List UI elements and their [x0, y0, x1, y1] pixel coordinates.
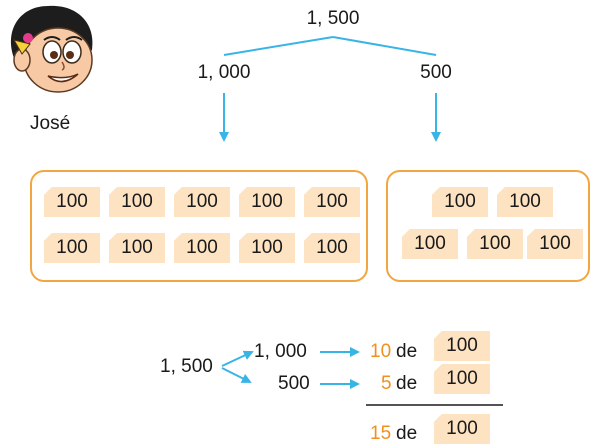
hundred-card: 100 [467, 229, 523, 259]
result-unit-card: 100 [434, 414, 490, 444]
hundred-card: 100 [174, 233, 230, 263]
row2-unit-card: 100 [434, 364, 490, 394]
hundred-card: 100 [109, 187, 165, 217]
row1-amount: 1, 000 [254, 341, 307, 362]
row1-count: 10 [370, 341, 392, 362]
group-box-thousand [30, 170, 368, 282]
group-box-five-hundred [386, 170, 590, 282]
hundred-card: 100 [497, 187, 553, 217]
row2-amount: 500 [278, 373, 310, 394]
result-count: 15 [370, 423, 392, 444]
row1-word: de [396, 341, 418, 362]
hundred-card: 100 [174, 187, 230, 217]
branch-arrow-upper [221, 350, 254, 367]
tree-total: 1, 500 [306, 8, 360, 29]
row2-word: de [396, 373, 418, 394]
hundred-card: 100 [527, 229, 583, 259]
branch-arrow-lower [221, 367, 252, 383]
jose-avatar [11, 5, 93, 93]
result-word: de [396, 423, 418, 444]
hundred-card: 100 [304, 187, 360, 217]
tree-left-value: 1, 000 [197, 62, 251, 83]
tree-branches [223, 36, 437, 56]
hundred-card: 100 [109, 233, 165, 263]
character-name: José [30, 113, 71, 134]
row2-count: 5 [381, 373, 392, 394]
hundred-card: 100 [44, 187, 100, 217]
equation-total: 1, 500 [160, 356, 213, 377]
hundred-card: 100 [304, 233, 360, 263]
hundred-card: 100 [432, 187, 488, 217]
tree-right-value: 500 [420, 62, 452, 83]
row1-unit-card: 100 [434, 331, 490, 361]
hundred-card: 100 [239, 233, 295, 263]
hundred-card: 100 [402, 229, 458, 259]
hundred-card: 100 [44, 233, 100, 263]
hundred-card: 100 [239, 187, 295, 217]
